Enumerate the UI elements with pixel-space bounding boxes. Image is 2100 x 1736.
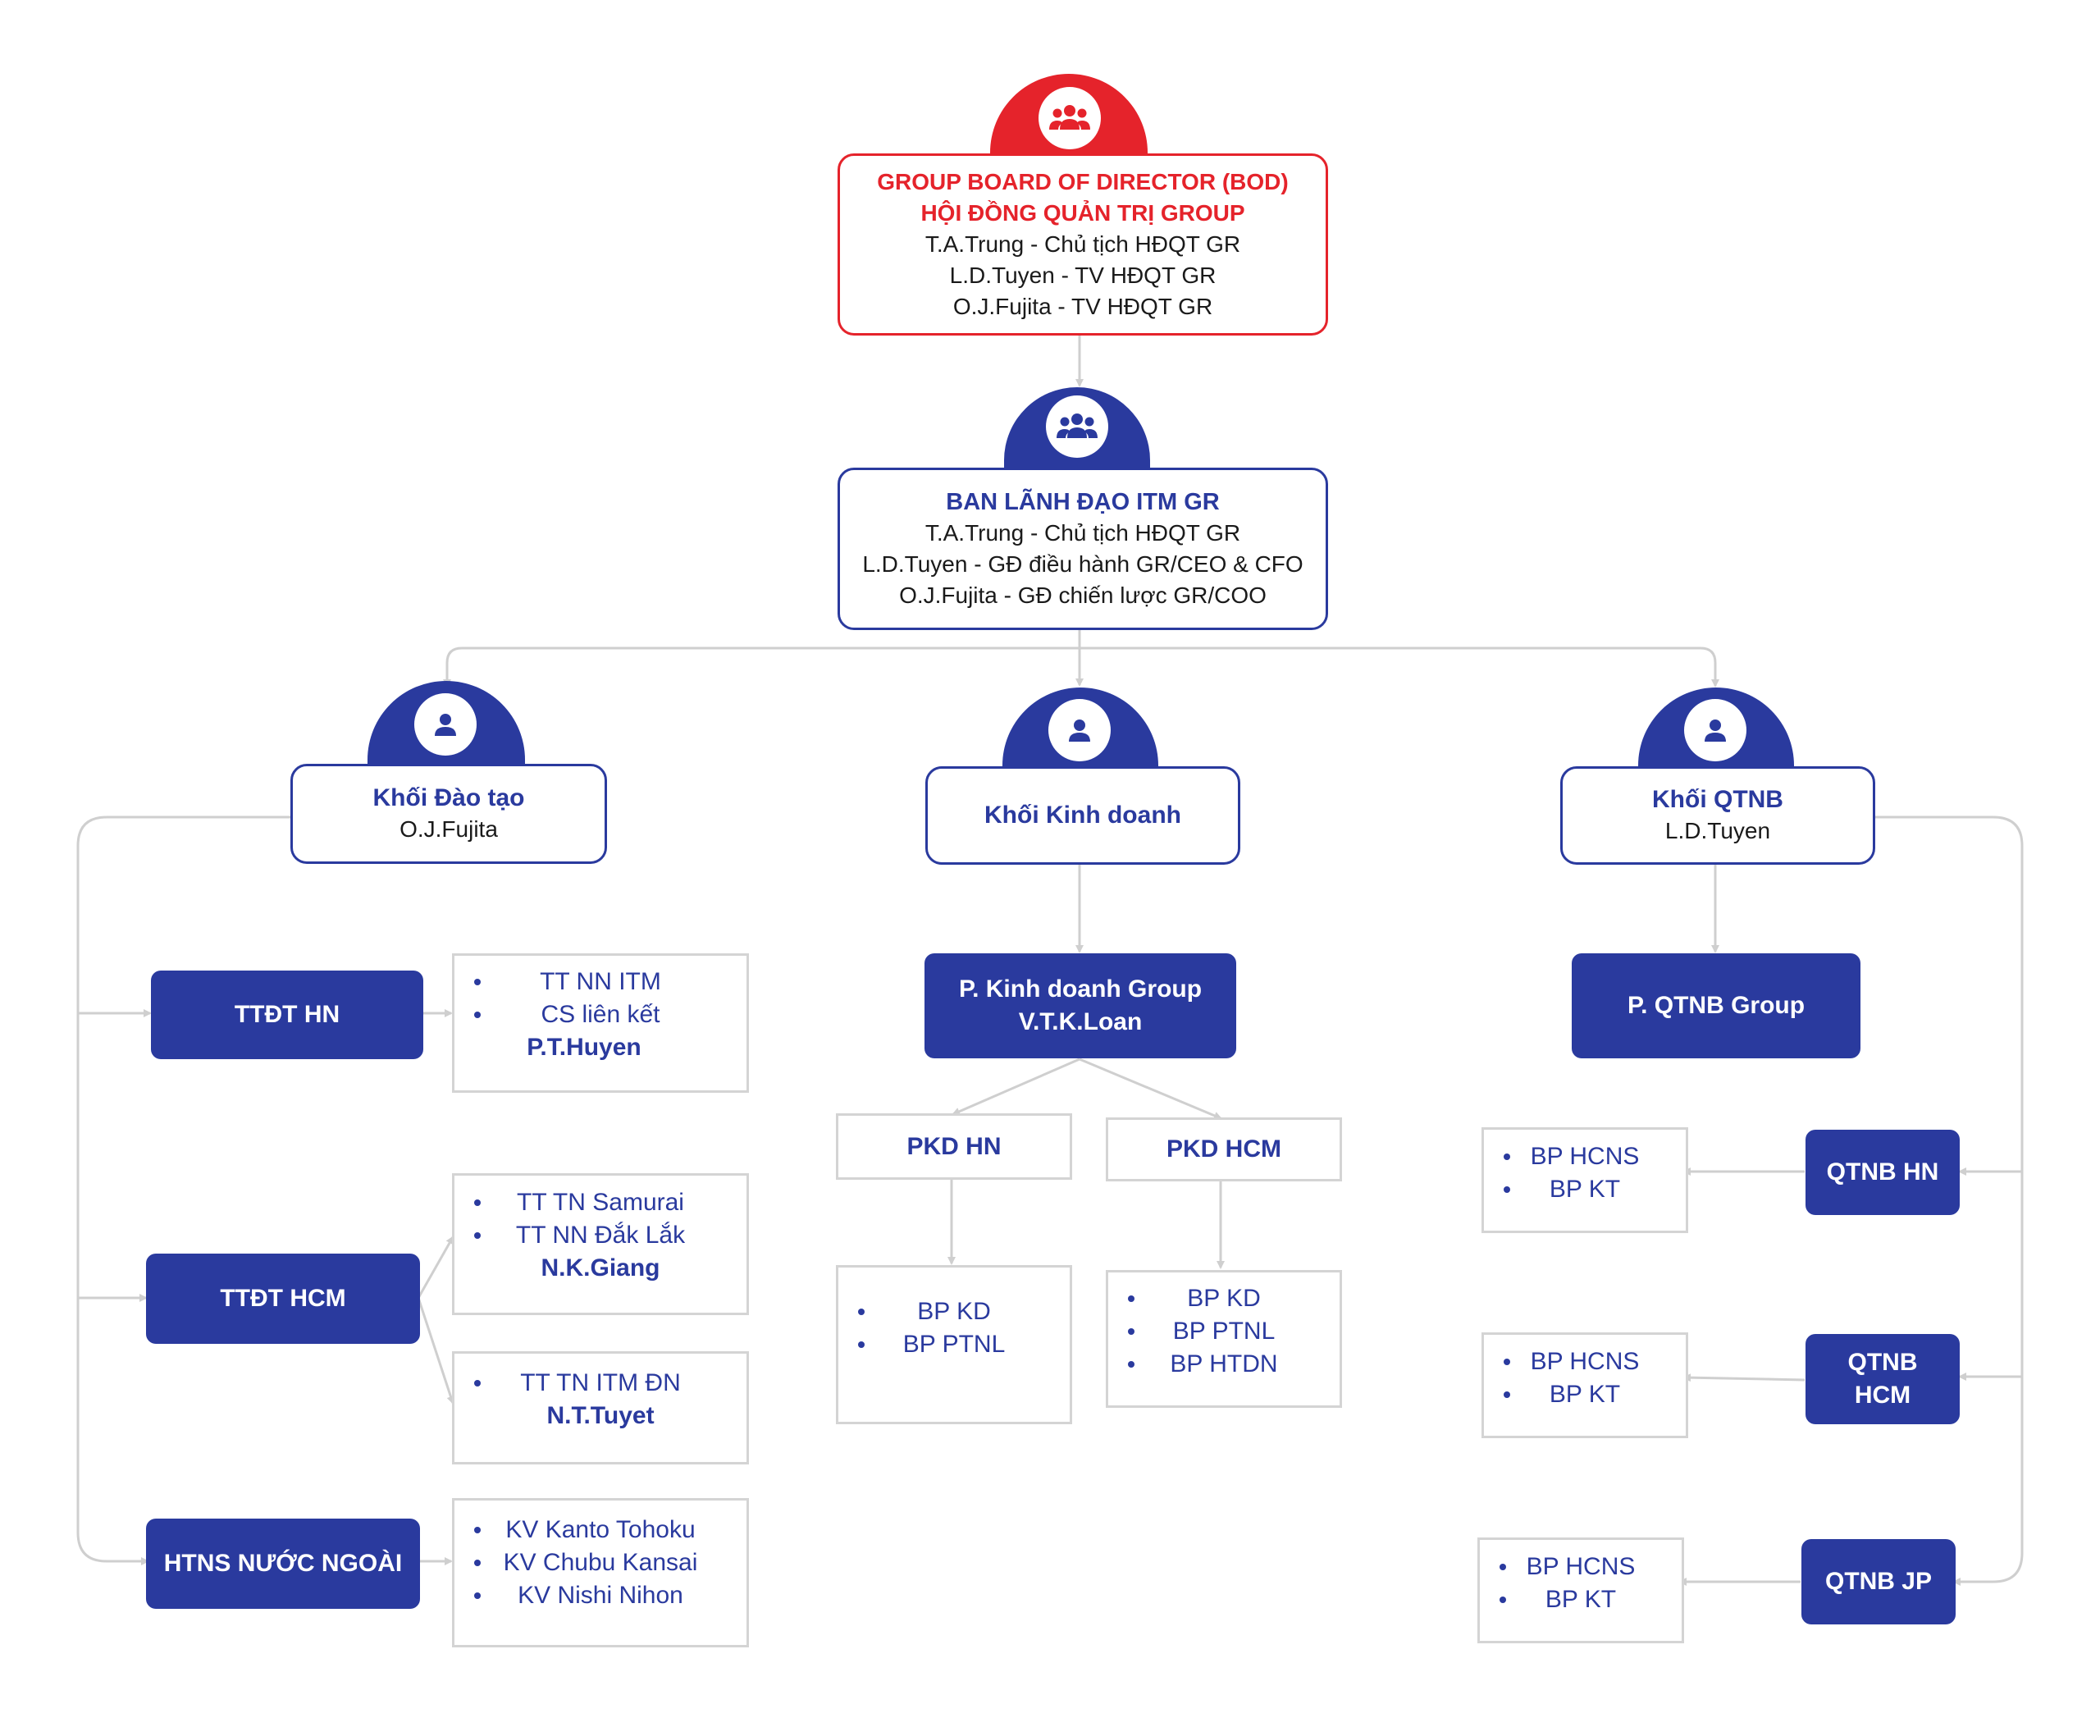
bullet-icon — [474, 1592, 481, 1599]
bullet-icon — [474, 1527, 481, 1533]
detail-item: BP KT — [1549, 1381, 1621, 1408]
leadership-title: BAN LÃNH ĐẠO ITM GR — [946, 489, 1220, 515]
user-icon — [414, 693, 477, 756]
sales-dept-lead: V.T.K.Loan — [1018, 1008, 1143, 1035]
detail-item: KV Nishi Nihon — [518, 1582, 683, 1609]
detail-item: BP PTNL — [902, 1331, 1006, 1358]
unit-name: TTĐT HCM — [220, 1285, 346, 1312]
bullet-icon — [858, 1341, 865, 1348]
detail-box-ttdt-hcm-2: TT TN ITM ĐN N.T.Tuyet — [452, 1351, 749, 1464]
detail-item: BP HTDN — [1170, 1350, 1278, 1377]
unit-name: TTĐT HN — [234, 1001, 340, 1028]
training-block-head: O.J.Fujita — [399, 816, 498, 842]
admin-block-card: Khối QTNB L.D.Tuyen — [1560, 766, 1875, 865]
bullet-icon — [1504, 1359, 1510, 1365]
unit-name-line: HCM — [1854, 1382, 1911, 1409]
bullet-icon — [1504, 1186, 1510, 1193]
sales-block-title: Khối Kinh doanh — [984, 802, 1181, 829]
detail-item: BP HCNS — [1526, 1553, 1636, 1580]
sales-dept-name: P. Kinh doanh Group — [958, 975, 1203, 1003]
unit-qtnb-hcm: QTNB HCM — [1806, 1334, 1960, 1424]
detail-box-pkd-hn: BP KD BP PTNL — [836, 1265, 1072, 1424]
detail-item: KV Kanto Tohoku — [505, 1516, 696, 1543]
detail-item: TT TN Samurai — [517, 1189, 684, 1216]
detail-box-qtnb-hn: BP HCNS BP KT — [1481, 1127, 1688, 1233]
admin-dept-name: P. QTNB Group — [1627, 992, 1806, 1019]
bullet-icon — [1504, 1391, 1510, 1398]
detail-item: KV Chubu Kansai — [503, 1549, 698, 1576]
user-icon — [1684, 699, 1746, 761]
bod-title-en: GROUP BOARD OF DIRECTOR (BOD) — [877, 169, 1289, 194]
group-icon — [1046, 395, 1108, 458]
detail-box-ttdt-hcm-1: TT TN Samurai TT NN Đắk Lắk N.K.Giang — [452, 1173, 749, 1315]
detail-box-pkd-hcm: BP KD BP PTNL BP HTDN — [1106, 1270, 1342, 1408]
sales-block-card: Khối Kinh doanh — [925, 766, 1240, 865]
detail-item: BP HCNS — [1530, 1143, 1640, 1170]
unit-htns-nuoc-ngoai: HTNS NƯỚC NGOÀI — [146, 1519, 420, 1609]
bod-member: T.A.Trung - Chủ tịch HĐQT GR — [924, 231, 1241, 257]
detail-box-qtnb-hcm: BP HCNS BP KT — [1481, 1332, 1688, 1438]
unit-qtnb-jp: QTNB JP — [1801, 1539, 1956, 1624]
detail-item: TT NN ITM — [540, 968, 661, 995]
bullet-icon — [474, 1199, 481, 1206]
admin-block-head: L.D.Tuyen — [1664, 818, 1771, 843]
leadership-member: T.A.Trung - Chủ tịch HĐQT GR — [924, 520, 1241, 546]
bod-member: L.D.Tuyen - TV HĐQT GR — [949, 263, 1217, 288]
bullet-icon — [474, 1560, 481, 1566]
leadership-member: L.D.Tuyen - GĐ điều hành GR/CEO & CFO — [862, 551, 1303, 577]
admin-dept: P. QTNB Group — [1572, 953, 1860, 1058]
bod-member: O.J.Fujita - TV HĐQT GR — [952, 294, 1213, 319]
bullet-icon — [1504, 1154, 1510, 1160]
bullet-icon — [1500, 1597, 1506, 1603]
bullet-icon — [474, 1232, 481, 1239]
detail-lead: N.K.Giang — [541, 1254, 660, 1281]
detail-lead: P.T.Huyen — [527, 1034, 641, 1061]
unit-ttdt-hcm: TTĐT HCM — [146, 1254, 420, 1344]
unit-qtnb-hn: QTNB HN — [1806, 1130, 1960, 1215]
bullet-icon — [474, 979, 481, 985]
training-block-title: Khối Đào tạo — [372, 784, 525, 811]
detail-item: TT TN ITM ĐN — [520, 1369, 681, 1396]
detail-item: BP HCNS — [1530, 1348, 1640, 1375]
unit-name-line: QTNB — [1847, 1349, 1918, 1376]
branch-pkd-hcm: PKD HCM — [1106, 1117, 1342, 1181]
branch-name: PKD HN — [906, 1132, 1002, 1160]
user-icon — [1048, 699, 1111, 761]
group-icon — [1039, 87, 1101, 149]
training-block-card: Khối Đào tạo O.J.Fujita — [290, 764, 607, 864]
bod-title-vn: HỘI ĐỒNG QUẢN TRỊ GROUP — [920, 200, 1245, 226]
unit-name: QTNB HN — [1826, 1158, 1939, 1186]
admin-block-title: Khối QTNB — [1652, 786, 1783, 813]
detail-box-htns: KV Kanto Tohoku KV Chubu Kansai KV Nishi… — [452, 1498, 749, 1647]
branch-name: PKD HCM — [1166, 1135, 1281, 1163]
leadership-card: BAN LÃNH ĐẠO ITM GR T.A.Trung - Chủ tịch… — [838, 468, 1328, 630]
leadership-member: O.J.Fujita - GĐ chiến lược GR/COO — [899, 582, 1267, 608]
unit-name: HTNS NƯỚC NGOÀI — [163, 1550, 403, 1577]
detail-item: BP PTNL — [1172, 1318, 1276, 1345]
detail-item: BP KD — [917, 1298, 991, 1325]
detail-box-ttdt-hn: TT NN ITM CS liên kết P.T.Huyen — [452, 953, 749, 1093]
bullet-icon — [1128, 1328, 1134, 1335]
detail-item: CS liên kết — [541, 1001, 660, 1028]
detail-item: BP KT — [1545, 1586, 1617, 1613]
bullet-icon — [1128, 1295, 1134, 1302]
bod-card: GROUP BOARD OF DIRECTOR (BOD) HỘI ĐỒNG Q… — [838, 153, 1328, 336]
sales-dept: P. Kinh doanh Group V.T.K.Loan — [924, 953, 1236, 1058]
bullet-icon — [858, 1309, 865, 1315]
unit-name: QTNB JP — [1824, 1568, 1933, 1595]
bullet-icon — [1500, 1564, 1506, 1570]
bullet-icon — [474, 1012, 481, 1018]
detail-box-qtnb-jp: BP HCNS BP KT — [1477, 1537, 1684, 1643]
detail-lead: N.T.Tuyet — [546, 1402, 655, 1429]
detail-item: BP KT — [1549, 1176, 1621, 1203]
bullet-icon — [474, 1380, 481, 1387]
detail-item: BP KD — [1187, 1285, 1261, 1312]
bullet-icon — [1128, 1361, 1134, 1368]
unit-ttdt-hn: TTĐT HN — [151, 971, 423, 1059]
detail-item: TT NN Đắk Lắk — [515, 1222, 686, 1249]
branch-pkd-hn: PKD HN — [836, 1113, 1072, 1180]
